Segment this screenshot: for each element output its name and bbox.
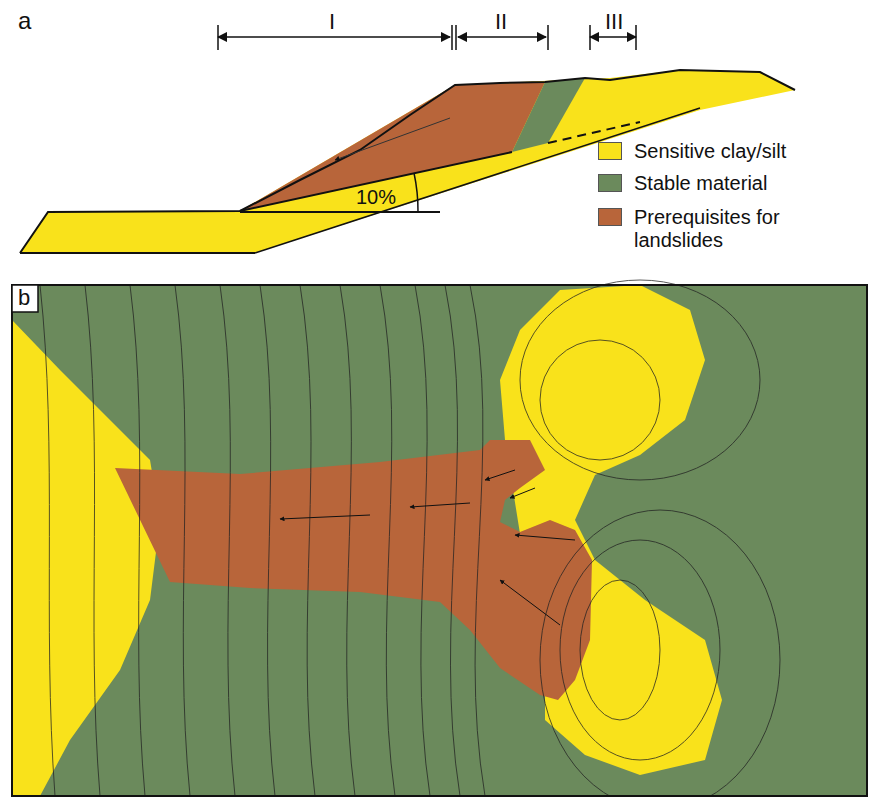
panel-letter: a xyxy=(18,8,31,34)
legend-text: Sensitive clay/silt xyxy=(634,140,859,163)
contour-line xyxy=(415,285,430,796)
contour-line xyxy=(470,285,485,796)
zone-number: III xyxy=(605,10,623,34)
contour-line xyxy=(40,285,55,796)
contour-line xyxy=(85,285,100,796)
contour-line xyxy=(540,340,660,460)
panel-letter: b xyxy=(18,286,30,310)
contour-line xyxy=(340,285,355,796)
contour-line xyxy=(580,580,660,720)
contour-line xyxy=(220,285,235,796)
zone-number: II xyxy=(495,10,507,34)
contour-line xyxy=(380,285,395,796)
contour-line xyxy=(260,285,275,796)
contour-line xyxy=(445,285,460,796)
legend-swatch xyxy=(598,174,622,192)
contour-line xyxy=(130,285,145,796)
slope-label: 10% xyxy=(356,186,396,208)
legend-swatch xyxy=(598,208,622,226)
map xyxy=(12,280,867,797)
legend-swatch xyxy=(598,142,622,160)
contour-line xyxy=(520,280,760,480)
legend-text: Prerequisites for landslides xyxy=(634,206,859,252)
contour-line xyxy=(175,285,190,796)
contour-line xyxy=(300,285,315,796)
contour-line xyxy=(540,510,780,797)
zone-number: I xyxy=(329,10,335,34)
contour-line xyxy=(560,540,720,760)
legend-text: Stable material xyxy=(634,172,859,195)
